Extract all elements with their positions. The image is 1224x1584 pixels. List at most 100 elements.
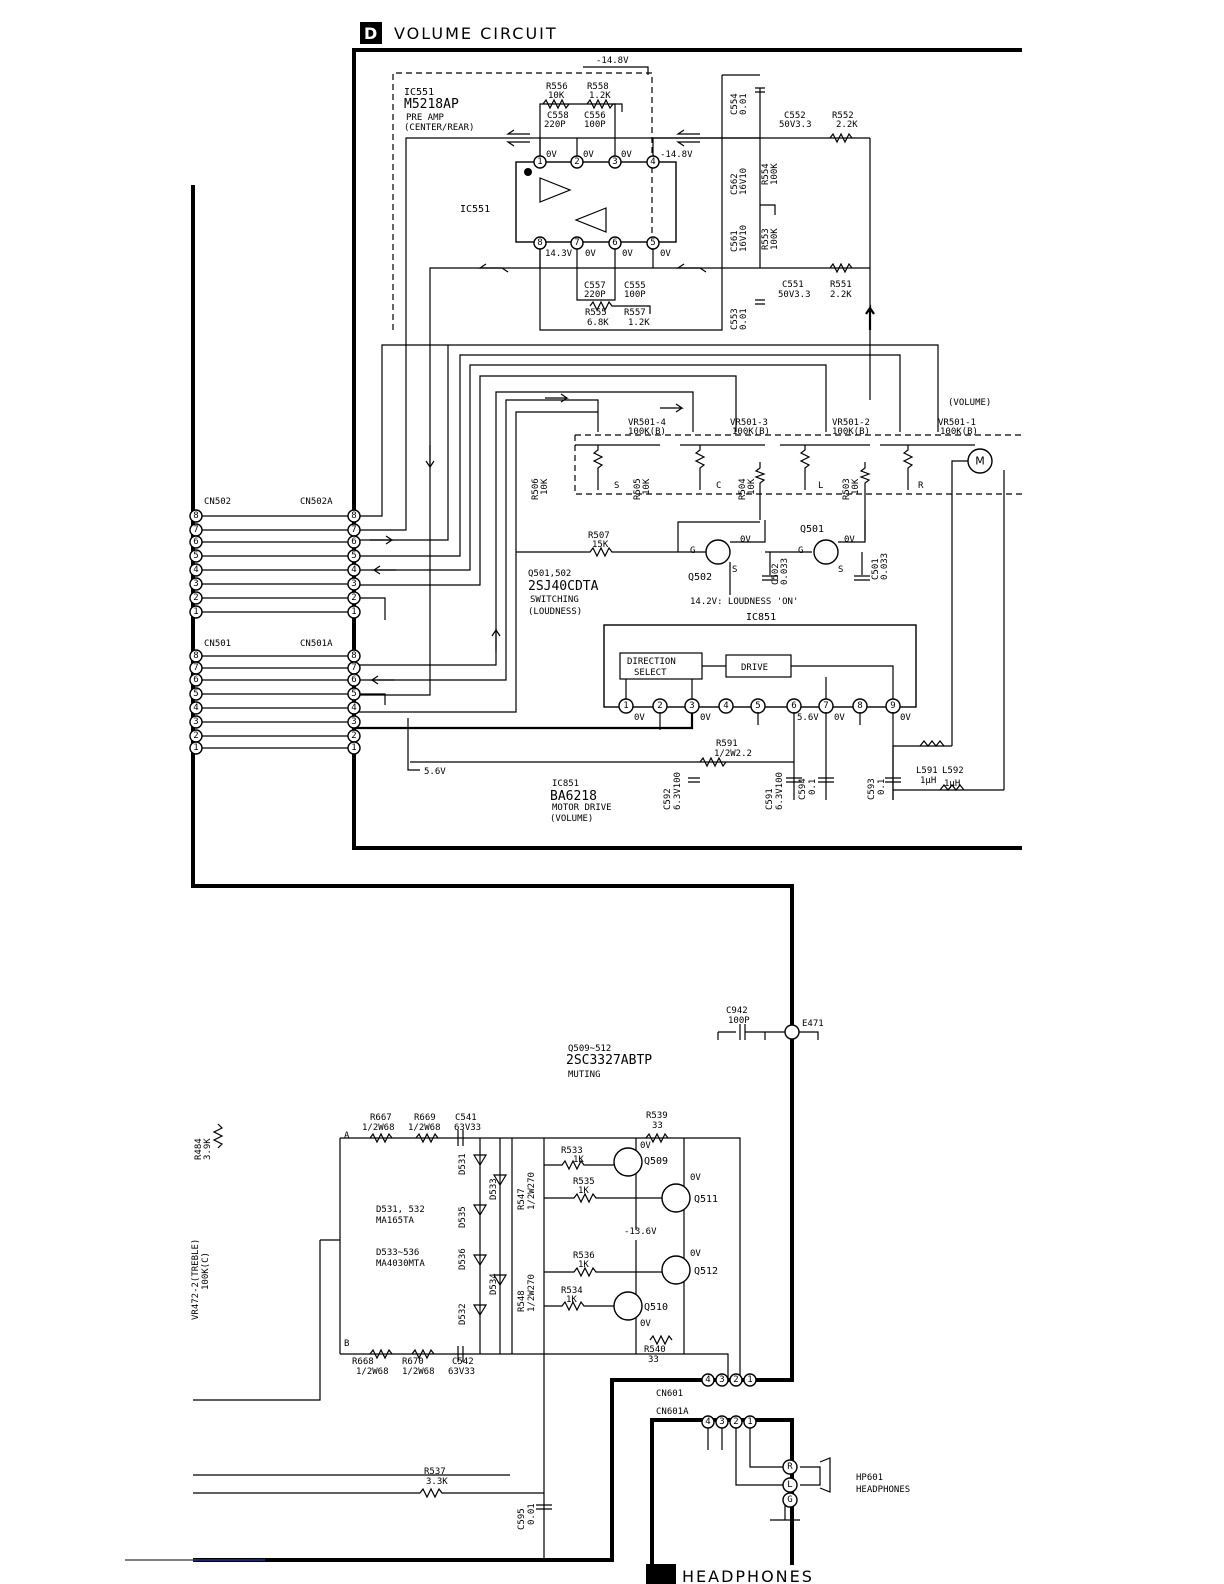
ic851-pin: 7 xyxy=(818,698,834,714)
r669-ref: R669 xyxy=(414,1113,436,1123)
svg-text:4: 4 xyxy=(351,565,356,575)
muting-section: C942 100P E471 Q509~512 2SC3327ABTP MUTI… xyxy=(193,1006,824,1560)
ic851-v1: 0V xyxy=(634,713,645,723)
vr501-2-val: 100K(B) xyxy=(832,427,870,437)
l591-ref: L591 xyxy=(916,766,938,776)
c595-ref: C595 xyxy=(517,1508,527,1530)
ic851-v7: 0V xyxy=(834,713,845,723)
c942-val: 100P xyxy=(728,1016,750,1026)
svg-text:1: 1 xyxy=(351,743,356,753)
v-p3: 0V xyxy=(621,150,632,160)
block-drive: DRIVE xyxy=(741,663,768,673)
svg-text:5: 5 xyxy=(351,689,356,699)
vr472-val: 100K(C) xyxy=(201,1252,211,1290)
c501-ref: C501 xyxy=(871,558,881,580)
q502-v: 0V xyxy=(740,535,751,545)
cn501-pin: 2 xyxy=(189,729,203,743)
d-note1b: MA165TA xyxy=(376,1216,415,1226)
r553-ref: R553 xyxy=(761,228,771,250)
v-p7: 0V xyxy=(585,249,596,259)
c554-ref: C554 xyxy=(730,93,740,115)
r556-ref: R556 xyxy=(546,82,568,92)
r552-ref: R552 xyxy=(832,111,854,121)
bottom-section: R537 3.3K C595 0.01 CN601 CN601A 4433221… xyxy=(125,1373,910,1584)
svg-text:5: 5 xyxy=(351,551,356,561)
svg-text:R: R xyxy=(787,1462,793,1472)
cn502-pin: 3 xyxy=(189,577,203,591)
svg-text:1: 1 xyxy=(537,157,542,167)
r484-ref: R484 xyxy=(194,1138,204,1160)
vneg: -13.6V xyxy=(624,1227,657,1237)
c592-val: 6.3V100 xyxy=(673,772,683,810)
cn601-pin: 4 xyxy=(701,1373,715,1387)
cn502a-pin: 4 xyxy=(347,563,361,577)
r558-ref: R558 xyxy=(587,82,609,92)
r506-val: 10K xyxy=(540,478,550,495)
svg-text:5: 5 xyxy=(193,551,198,561)
r667-val: 1/2W68 xyxy=(362,1123,395,1133)
d-note2a: D533~536 xyxy=(376,1248,419,1258)
d534: D534 xyxy=(489,1273,499,1295)
opamp-lower xyxy=(574,207,607,233)
r504-ref: R504 xyxy=(738,478,748,500)
svg-text:7: 7 xyxy=(574,238,579,248)
ic851-v9: 0V xyxy=(900,713,911,723)
cn501-pin: 1 xyxy=(189,741,203,755)
c541-val: 63V33 xyxy=(454,1123,481,1133)
c502-val: 0.033 xyxy=(780,558,790,585)
v-p6: 0V xyxy=(622,249,633,259)
svg-text:6: 6 xyxy=(193,675,198,685)
cn502a-label: CN502A xyxy=(300,497,333,507)
c594-val: 0.1 xyxy=(808,779,818,795)
svg-text:6: 6 xyxy=(791,701,796,711)
jack-pin: G xyxy=(782,1492,798,1508)
r537-val: 3.3K xyxy=(426,1477,448,1487)
svg-text:6: 6 xyxy=(351,675,356,685)
line-a: A xyxy=(344,1131,350,1141)
r668-ref: R668 xyxy=(352,1357,374,1367)
ic551-pin-8: 8 xyxy=(533,236,547,250)
v-p1: 0V xyxy=(546,150,557,160)
cn501a-pin: 5 xyxy=(347,687,361,701)
d532: D532 xyxy=(458,1303,468,1325)
r556-val: 10K xyxy=(548,91,565,101)
svg-text:6: 6 xyxy=(351,537,356,547)
vr501-1-ref: VR501-1 xyxy=(938,418,976,428)
vr-ch-s: S xyxy=(614,481,619,491)
vr501-3-ref: VR501-3 xyxy=(730,418,768,428)
cn501a-pin: 3 xyxy=(347,715,361,729)
r670-ref: R670 xyxy=(402,1357,424,1367)
board-outline-volume xyxy=(352,48,1022,850)
ic851-top-ref: IC851 xyxy=(746,612,776,623)
ic851-part: BA6218 xyxy=(550,789,597,804)
svg-text:1: 1 xyxy=(747,1417,752,1427)
svg-text:1: 1 xyxy=(351,607,356,617)
ic551-pin-6: 6 xyxy=(608,236,622,250)
cn501-pin: 6 xyxy=(189,673,203,687)
svg-text:5: 5 xyxy=(193,689,198,699)
svg-text:1: 1 xyxy=(747,1375,752,1385)
r539-ref: R539 xyxy=(646,1111,668,1121)
svg-text:7: 7 xyxy=(193,525,198,535)
d-note2b: MA4030MTA xyxy=(376,1259,425,1269)
svg-text:4: 4 xyxy=(705,1375,710,1385)
hp601-label: HEADPHONES xyxy=(856,1485,910,1495)
cn501-pin: 4 xyxy=(189,701,203,715)
block-direction: DIRECTION xyxy=(627,657,676,667)
r551-val: 2.2K xyxy=(830,290,852,300)
vr501-4-ref: VR501-4 xyxy=(628,418,666,428)
ic851-v3: 0V xyxy=(700,713,711,723)
c593-ref: C593 xyxy=(867,778,877,800)
svg-text:4: 4 xyxy=(193,565,198,575)
svg-text:4: 4 xyxy=(705,1417,710,1427)
loudness-func1: SWITCHING xyxy=(530,595,579,605)
svg-text:G: G xyxy=(787,1495,792,1505)
r540-ref: R540 xyxy=(644,1345,666,1355)
cn501-pin: 5 xyxy=(189,687,203,701)
r533-ref: R533 xyxy=(561,1146,583,1156)
cn601a-pin: 1 xyxy=(743,1415,757,1429)
svg-text:2: 2 xyxy=(193,731,198,741)
d531: D531 xyxy=(458,1153,468,1175)
